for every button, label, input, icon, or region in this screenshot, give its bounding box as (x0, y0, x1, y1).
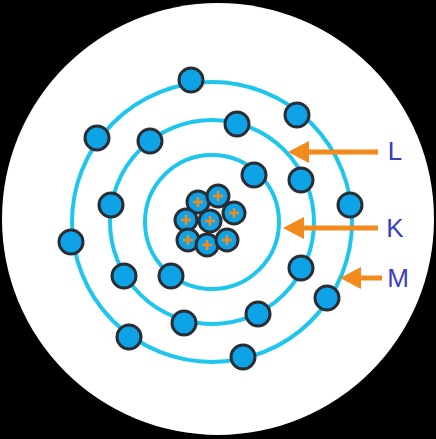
proton (216, 229, 238, 251)
arrowhead (283, 217, 304, 239)
shell-label: M (387, 265, 409, 291)
orbit-m (72, 82, 352, 362)
orbits (72, 82, 352, 362)
leader-arrow (299, 226, 378, 231)
arrowhead (340, 267, 361, 289)
background-disc (2, 3, 434, 435)
orbit-k (145, 155, 279, 289)
proton (199, 210, 221, 232)
proton (196, 234, 218, 256)
proton (223, 202, 245, 224)
shell-label: K (386, 215, 403, 241)
shell-label: L (388, 138, 402, 164)
pointer-arrows (283, 141, 382, 289)
nucleus (175, 185, 245, 256)
leader-arrow (304, 150, 378, 155)
proton-plus-signs (181, 191, 239, 250)
arrowhead (288, 141, 309, 163)
orbit-l (110, 120, 314, 324)
electrons (59, 68, 362, 369)
